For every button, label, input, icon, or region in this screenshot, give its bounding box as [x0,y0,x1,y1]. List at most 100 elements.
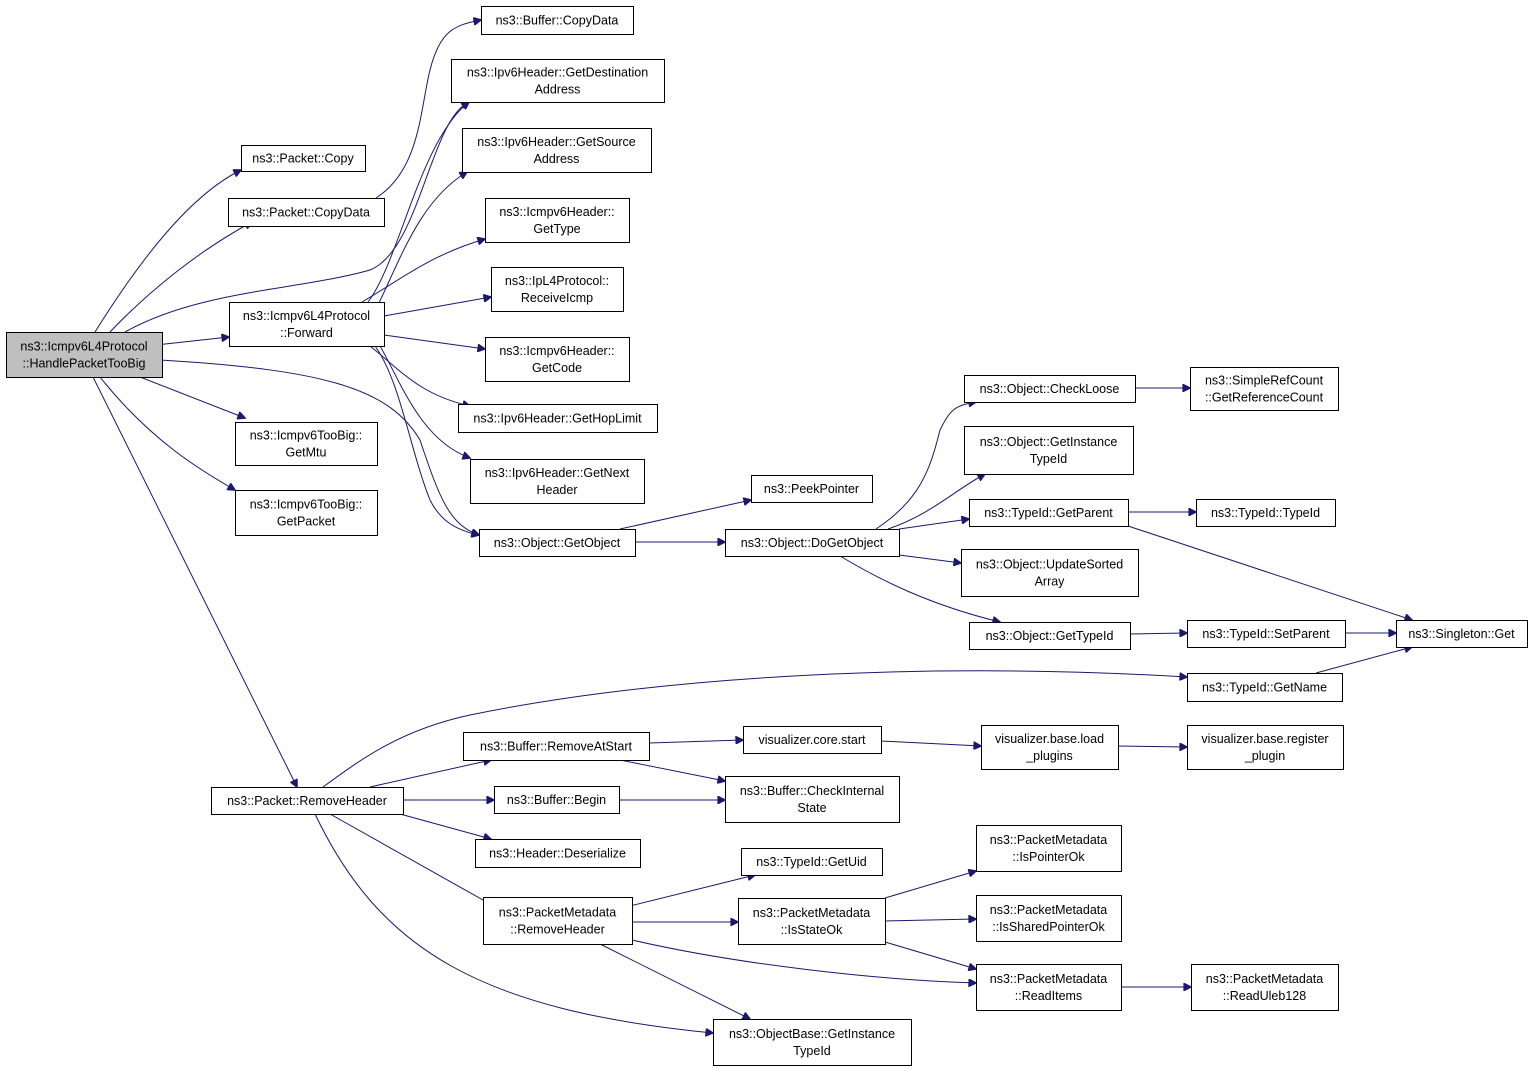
node-label: ns3::TypeId::TypeId [1211,506,1320,520]
node-box [981,725,1119,770]
node-bufcopydata[interactable]: ns3::Buffer::CopyData [481,6,634,35]
node-label: ns3::Ipv6Header::GetNext [485,466,630,480]
node-setparent[interactable]: ns3::TypeId::SetParent [1187,620,1346,648]
node-box [976,895,1122,942]
edge-fwd-to-receiveicmp [383,297,491,317]
node-getrefcount[interactable]: ns3::SimpleRefCount::GetReferenceCount [1190,367,1339,411]
edge-root-to-removeheader [92,376,297,787]
edge-getname-to-singletonget [1315,647,1412,674]
node-box [751,475,873,503]
edge-removeheader-to-pmremoveheader [329,813,499,909]
node-ispointerok[interactable]: ns3::PacketMetadata::IsPointerOk [976,825,1122,872]
edge-root-to-getmtu [139,376,245,418]
node-getuid[interactable]: ns3::TypeId::GetUid [741,848,883,876]
node-box [462,128,652,173]
node-issharedok[interactable]: ns3::PacketMetadata::IsSharedPointerOk [976,895,1122,942]
node-deserialize[interactable]: ns3::Header::Deserialize [475,839,641,868]
node-label: ns3::TypeId::GetUid [756,855,867,869]
node-readuleb[interactable]: ns3::PacketMetadata::ReadUleb128 [1191,964,1339,1011]
node-registerplugin[interactable]: visualizer.base.register_plugin [1187,725,1344,770]
node-label: GetType [533,222,580,236]
node-typeidctor[interactable]: ns3::TypeId::TypeId [1196,499,1336,527]
node-label: Array [1035,575,1066,589]
node-box [1187,620,1346,648]
node-root[interactable]: ns3::Icmpv6L4Protocol::HandlePacketTooBi… [6,332,163,378]
node-label: ns3::PacketMetadata [499,906,616,920]
edge-dogetobject-to-getparent [898,519,969,530]
node-label: ns3::TypeId::GetParent [984,506,1113,520]
node-label: ::IsSharedPointerOk [992,920,1105,934]
node-label: ns3::Object::GetTypeId [986,629,1114,643]
node-fwd[interactable]: ns3::Icmpv6L4Protocol::Forward [229,302,385,347]
node-label: visualizer.base.register [1201,732,1328,746]
edge-dogetobject-to-checkloose [875,402,976,530]
edge-root-to-pcopy [94,170,241,333]
node-receiveicmp[interactable]: ns3::IpL4Protocol::ReceiveIcmp [491,267,624,312]
node-box [463,732,650,761]
node-box [976,825,1122,872]
node-dogetobject[interactable]: ns3::Object::DoGetObject [725,529,900,557]
node-box [1187,725,1344,770]
node-box [241,145,366,172]
edge-root-to-getpacket [99,376,235,490]
node-label: ns3::Header::Deserialize [489,847,626,861]
node-pcopy[interactable]: ns3::Packet::Copy [241,145,366,172]
node-getmtu[interactable]: ns3::Icmpv6TooBig::GetMtu [235,422,378,466]
node-getparent[interactable]: ns3::TypeId::GetParent [969,499,1129,527]
node-pmremoveheader[interactable]: ns3::PacketMetadata::RemoveHeader [483,897,633,945]
edge-removeatstart-to-checkinternal [619,759,725,781]
node-label: ns3::PacketMetadata [990,833,1107,847]
nodes: ns3::Icmpv6L4Protocol::HandlePacketTooBi… [6,6,1528,1066]
node-loadplugins[interactable]: visualizer.base.load_plugins [981,725,1119,770]
edge-fwd-to-getsrc [377,172,467,306]
node-label: ns3::PacketMetadata [990,972,1107,986]
edges [92,20,1412,1033]
node-label: ns3::Ipv6Header::GetDestination [467,66,648,80]
node-getname[interactable]: ns3::TypeId::GetName [1187,673,1343,702]
node-box [485,198,630,243]
edge-root-to-pcopydata [109,222,252,333]
node-removeheader[interactable]: ns3::Packet::RemoveHeader [211,787,404,815]
node-getpacket[interactable]: ns3::Icmpv6TooBig::GetPacket [235,490,378,536]
node-label: ns3::TypeId::GetName [1202,681,1327,695]
node-peekpointer[interactable]: ns3::PeekPointer [751,475,873,503]
node-label: ns3::Buffer::CheckInternal [740,784,884,798]
edge-root-to-fwd [155,337,229,346]
node-corestart[interactable]: visualizer.core.start [743,726,882,754]
node-label: ns3::Icmpv6Header:: [499,344,614,358]
node-label: ns3::Icmpv6TooBig:: [250,429,363,443]
node-gethoplimit[interactable]: ns3::Ipv6Header::GetHopLimit [458,404,658,433]
node-label: ns3::Object::GetInstance [980,435,1118,449]
node-readitems[interactable]: ns3::PacketMetadata::ReadItems [976,964,1122,1011]
node-isstateok[interactable]: ns3::PacketMetadata::IsStateOk [738,898,886,945]
node-getcode[interactable]: ns3::Icmpv6Header::GetCode [485,337,630,382]
node-box [483,897,633,945]
node-pcopydata[interactable]: ns3::Packet::CopyData [228,198,385,227]
node-gettype[interactable]: ns3::Icmpv6Header::GetType [485,198,630,243]
node-label: ns3::Ipv6Header::GetHopLimit [473,412,642,426]
node-singletonget[interactable]: ns3::Singleton::Get [1396,620,1528,648]
node-bufbegin[interactable]: ns3::Buffer::Begin [494,786,620,814]
node-removeatstart[interactable]: ns3::Buffer::RemoveAtStart [463,732,650,761]
node-box [228,198,385,227]
edge-pcopydata-to-bufcopydata [375,20,481,199]
node-label: ns3::TypeId::SetParent [1202,627,1330,641]
node-box [969,622,1131,650]
node-objgettypeid[interactable]: ns3::Object::GetTypeId [969,622,1131,650]
node-getobject[interactable]: ns3::Object::GetObject [479,529,636,557]
node-box [743,726,882,754]
node-label: TypeId [1030,452,1068,466]
node-label: ns3::Singleton::Get [1408,627,1515,641]
node-label: ns3::Object::UpdateSorted [976,558,1123,572]
node-label: ::Forward [280,326,333,340]
node-box [738,898,886,945]
node-box [481,6,634,35]
node-checkloose[interactable]: ns3::Object::CheckLoose [964,375,1136,403]
